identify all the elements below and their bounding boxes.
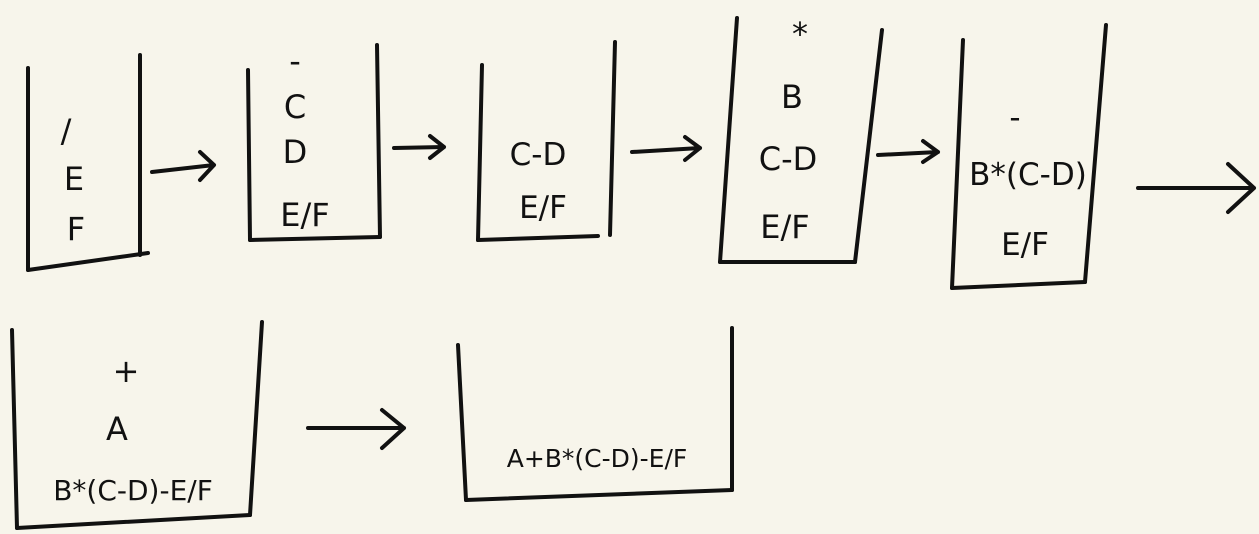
stack-bottom [464, 488, 734, 502]
arrow-icon [630, 135, 702, 162]
stack-item: A [106, 410, 128, 448]
arrows-layer [150, 134, 1256, 450]
stack-4: * B C-D E/F [718, 15, 884, 264]
arrow-3 [630, 135, 702, 162]
stack-left-wall [456, 343, 468, 502]
stack-right-wall [1083, 23, 1108, 284]
stack-item: C-D [759, 140, 818, 178]
stack-3: C-D E/F [476, 40, 617, 242]
arrow-4 [876, 139, 940, 164]
stack-bottom [950, 280, 1087, 290]
stack-item: D [283, 133, 308, 171]
arrow-icon [150, 150, 216, 182]
stack-item: A+B*(C-D)-E/F [507, 444, 688, 473]
stack-item: E [64, 160, 84, 198]
arrow-icon [392, 134, 446, 160]
arrow-6 [306, 408, 406, 450]
arrow-2 [392, 134, 446, 160]
arrow-icon [306, 408, 406, 450]
stack-item: B*(C-D) [969, 157, 1087, 193]
stack-bottom [476, 234, 600, 242]
stack-7: A+B*(C-D)-E/F [456, 326, 734, 502]
stack-6: + A B*(C-D)-E/F [10, 320, 264, 530]
stack-item: / [61, 112, 72, 150]
stack-item: * [792, 15, 808, 53]
stack-bottom [26, 251, 150, 272]
stack-left-wall [10, 328, 19, 530]
stack-item: E/F [280, 196, 329, 234]
stack-item: F [67, 210, 85, 248]
stack-bottom [15, 513, 252, 530]
stack-left-wall [246, 68, 252, 242]
stack-item: E/F [1001, 227, 1049, 263]
stack-item: E/F [519, 190, 567, 226]
arrow-5 [1136, 162, 1256, 214]
stack-right-wall [375, 43, 382, 239]
stack-item: - [289, 42, 301, 80]
stack-left-wall [950, 38, 965, 290]
stack-bottom [248, 235, 382, 242]
stack-1: / EF [26, 53, 150, 272]
stack-right-wall [248, 320, 264, 517]
stack-left-wall [476, 63, 484, 242]
stack-item: B*(C-D)-E/F [53, 474, 213, 507]
stacks-layer: / EF - CD E/F C-D E/F * B C-D E/F - B*(C-D) E/F + A B*(C… [10, 15, 1108, 530]
stack-item: E/F [760, 208, 809, 246]
arrow-1 [150, 150, 216, 182]
arrow-icon [1136, 162, 1256, 214]
stack-right-wall [608, 40, 617, 237]
stack-2: - CD E/F [246, 42, 382, 242]
stack-item: C [284, 88, 306, 126]
stack-left-wall [718, 16, 739, 264]
stack-item: C-D [510, 137, 567, 173]
arrow-icon [876, 139, 940, 164]
stack-item: B [781, 78, 803, 116]
stack-right-wall [853, 28, 884, 264]
stack-item: + [113, 352, 140, 390]
stack-item: - [1009, 100, 1020, 136]
stack-5: - B*(C-D) E/F [950, 23, 1108, 290]
